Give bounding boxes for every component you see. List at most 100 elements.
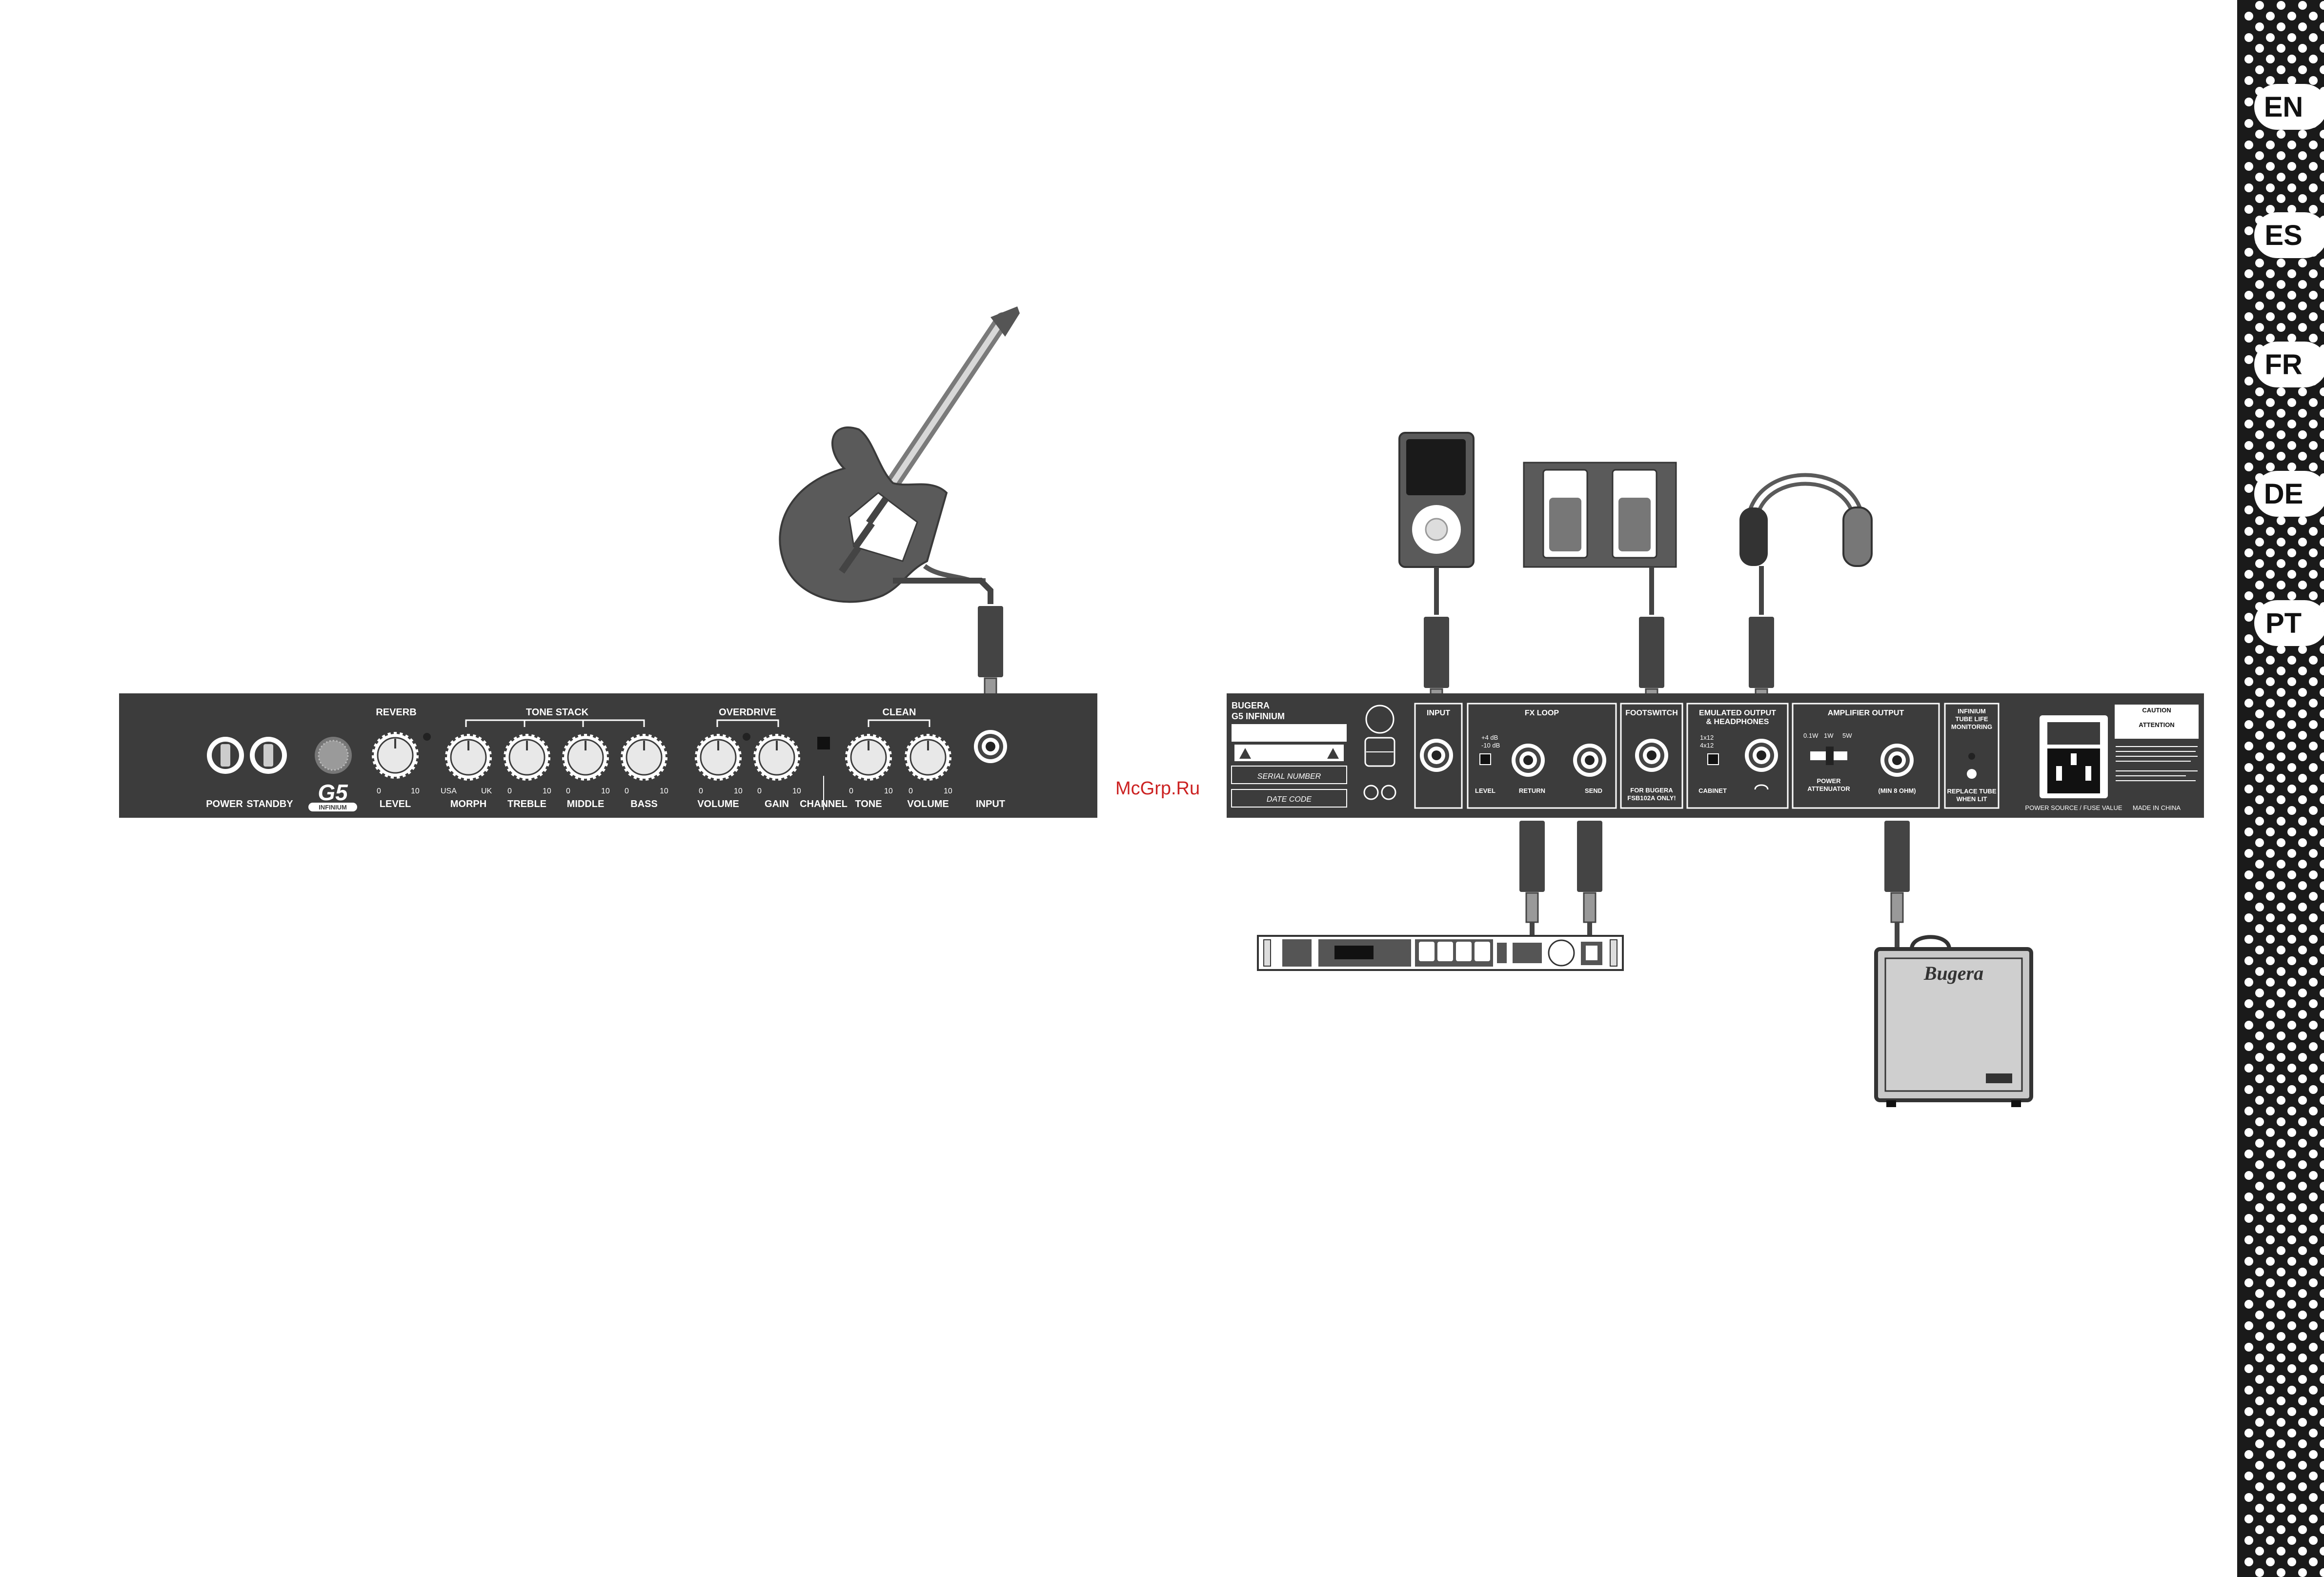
bass-label: BASS: [630, 799, 658, 809]
attenuator-5w: 5W: [1842, 732, 1852, 739]
warning-text-lines: [2116, 746, 2198, 781]
morph-knob[interactable]: [447, 736, 490, 779]
impedance-label: (MIN 8 OHM): [1878, 787, 1916, 794]
watermark: McGrp.Ru: [1115, 778, 1200, 799]
language-tab-en[interactable]: EN: [2254, 84, 2324, 130]
channel-switch[interactable]: [817, 737, 830, 749]
reverb-level-knob[interactable]: [374, 734, 417, 777]
scale-min: 0: [849, 787, 853, 795]
guitar-cable: [893, 578, 993, 605]
fx-return-cable-plug: [1517, 819, 1547, 923]
level-label: LEVEL: [380, 799, 411, 809]
scale-max: 10: [792, 787, 801, 795]
fx-loop-label: FX LOOP: [1525, 709, 1559, 717]
overdrive-volume-knob[interactable]: [697, 736, 740, 779]
when-lit-label: WHEN LIT: [1957, 795, 1987, 803]
scale-min: 0: [625, 787, 629, 795]
language-tab-pt[interactable]: PT: [2254, 600, 2324, 646]
scale-max: 10: [884, 787, 893, 795]
language-tab-de[interactable]: DE: [2254, 471, 2324, 517]
footswitch-pedal-icon: [1523, 462, 1677, 568]
fx-level-switch[interactable]: [1479, 753, 1491, 765]
overdrive-gain-knob[interactable]: [755, 736, 798, 779]
tone-label: TONE: [855, 799, 882, 809]
treble-label: TREBLE: [507, 799, 546, 809]
emulated-output-label: EMULATED OUTPUT: [1699, 709, 1776, 717]
attention-title: ATTENTION: [2139, 721, 2174, 728]
volume-label: VOLUME: [697, 799, 739, 809]
serial-number-label: SERIAL NUMBER: [1257, 772, 1321, 781]
cabinet-option-1x12: 1x12: [1700, 734, 1714, 741]
mp3-player-icon: [1398, 432, 1475, 568]
channel-label: CHANNEL: [800, 799, 848, 809]
language-tab-es[interactable]: ES: [2254, 212, 2324, 258]
certification-icons: [1363, 705, 1396, 800]
morph-label: MORPH: [450, 799, 486, 809]
bass-knob[interactable]: [623, 736, 666, 779]
speaker-output-jack[interactable]: [1880, 744, 1914, 777]
power-attenuator-switch[interactable]: [1810, 747, 1847, 765]
scale-max: 10: [944, 787, 952, 795]
front-panel: POWER STANDBY G5 INFINIUM REVERB TONE ST…: [119, 693, 1097, 818]
attenuator-1w: 1W: [1824, 732, 1834, 739]
rack-effects-unit-icon: [1257, 935, 1624, 971]
aux-input-jack[interactable]: [1420, 739, 1453, 772]
made-in-label: MADE IN CHINA: [2133, 804, 2181, 811]
headphones-label: & HEADPHONES: [1706, 718, 1769, 726]
language-tab-label: DE: [2264, 478, 2304, 510]
rear-panel: BUGERA G5 INFINIUM SERIAL NUMBER DATE CO…: [1227, 693, 2204, 818]
language-tab-fr[interactable]: FR: [2254, 342, 2324, 387]
footswitch-note-2: FSB102A ONLY!: [1627, 794, 1676, 802]
input-label: INPUT: [976, 799, 1005, 809]
power-inlet-icon[interactable]: [2040, 715, 2108, 798]
cabinet-option-4x12: 4x12: [1700, 742, 1714, 749]
speaker-cable-plug: [1882, 819, 1912, 923]
guitar-input-jack[interactable]: [974, 730, 1007, 763]
fx-level-option-low: -10 dB: [1481, 742, 1500, 749]
tone-stack-section-label: TONE STACK: [526, 707, 589, 718]
language-tab-label: EN: [2264, 91, 2304, 123]
headphones-icon: [1739, 473, 1873, 567]
attenuator-label-1: POWER: [1817, 777, 1841, 785]
clean-tone-knob[interactable]: [847, 736, 890, 779]
emulated-output-jack[interactable]: [1745, 739, 1778, 772]
electric-guitar-icon: [779, 306, 1020, 603]
replace-tube-label: REPLACE TUBE: [1947, 788, 1996, 795]
monitoring-label: MONITORING: [1951, 723, 1992, 730]
scale-max: 10: [411, 787, 420, 795]
info-icon: [1967, 769, 1977, 779]
morph-uk: UK: [481, 787, 492, 795]
aux-input-label: INPUT: [1427, 709, 1450, 717]
scale-max: 10: [660, 787, 668, 795]
morph-usa: USA: [441, 787, 457, 795]
g5-logo: G5: [318, 780, 348, 805]
treble-knob[interactable]: [505, 736, 548, 779]
standby-switch[interactable]: [250, 737, 287, 774]
cabinet-brand-logo: Bugera: [1923, 962, 1983, 984]
caution-title: CAUTION: [2142, 707, 2171, 714]
language-tab-label: FR: [2264, 349, 2302, 381]
pilot-lamp-icon: [315, 737, 352, 774]
fx-send-label: SEND: [1585, 787, 1602, 794]
cabinet-switch[interactable]: [1707, 753, 1719, 765]
language-tab-label: PT: [2265, 607, 2302, 639]
headphone-icon: [1754, 784, 1769, 790]
gain-label: GAIN: [765, 799, 789, 809]
fx-send-jack[interactable]: [1573, 744, 1606, 777]
power-switch[interactable]: [207, 737, 244, 774]
middle-knob[interactable]: [564, 736, 607, 779]
footswitch-label: FOOTSWITCH: [1625, 709, 1678, 717]
power-label: POWER: [206, 799, 243, 809]
middle-label: MIDDLE: [567, 799, 605, 809]
footswitch-jack[interactable]: [1635, 739, 1668, 772]
fx-return-jack[interactable]: [1512, 744, 1545, 777]
caution-label-block: [2115, 705, 2199, 739]
amp-output-label: AMPLIFIER OUTPUT: [1828, 709, 1904, 717]
fx-level-label: LEVEL: [1475, 787, 1495, 794]
clean-volume-knob[interactable]: [907, 736, 950, 779]
fx-level-option-high: +4 dB: [1481, 734, 1498, 741]
attenuator-0-1w: 0.1W: [1803, 732, 1819, 739]
scale-min: 0: [757, 787, 762, 795]
fx-send-cable-plug: [1575, 819, 1604, 923]
